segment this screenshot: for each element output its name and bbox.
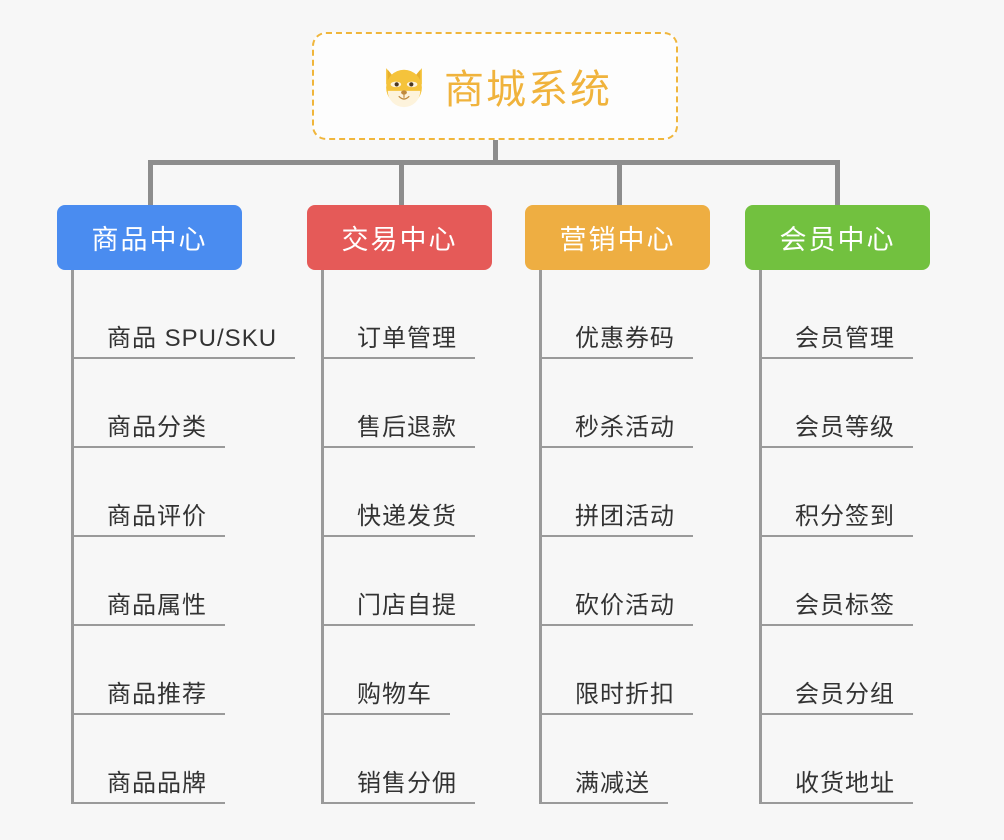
leaf-label: 会员等级 bbox=[761, 414, 913, 448]
leaf-label: 秒杀活动 bbox=[541, 414, 693, 448]
leaf-label: 会员分组 bbox=[761, 681, 913, 715]
category-header-2[interactable]: 交易中心 bbox=[307, 205, 492, 270]
leaf-item[interactable]: 快递发货 bbox=[321, 448, 492, 537]
branch-column-1: 商品中心 商品 SPU/SKU 商品分类 商品评价 商品属性 商品推荐 商品品牌 bbox=[57, 205, 296, 804]
leaf-spine-4 bbox=[759, 270, 762, 804]
branch-column-4: 会员中心 会员管理 会员等级 积分签到 会员标签 会员分组 收货地址 bbox=[745, 205, 930, 804]
category-label-4: 会员中心 bbox=[779, 225, 896, 255]
leaf-label: 商品评价 bbox=[73, 503, 225, 537]
leaf-label: 售后退款 bbox=[323, 414, 475, 448]
branch-column-2: 交易中心 订单管理 售后退款 快递发货 门店自提 购物车 销售分佣 bbox=[307, 205, 492, 804]
connector-horizontal-bus bbox=[150, 160, 840, 165]
leaf-item[interactable]: 积分签到 bbox=[759, 448, 930, 537]
leaf-label: 会员标签 bbox=[761, 592, 913, 626]
leaf-item[interactable]: 商品分类 bbox=[71, 359, 295, 448]
leaf-stack-3: 优惠券码 秒杀活动 拼团活动 砍价活动 限时折扣 满减送 bbox=[539, 270, 710, 804]
leaf-item[interactable]: 会员管理 bbox=[759, 270, 930, 359]
connector-drop-4 bbox=[835, 160, 840, 205]
root-title: 商城系统 bbox=[444, 68, 612, 112]
leaf-item[interactable]: 门店自提 bbox=[321, 537, 492, 626]
shiba-dog-face-icon bbox=[378, 60, 430, 112]
category-header-4[interactable]: 会员中心 bbox=[745, 205, 930, 270]
leaf-spine-1 bbox=[71, 270, 74, 804]
leaf-label: 收货地址 bbox=[761, 770, 913, 804]
leaf-item[interactable]: 商品推荐 bbox=[71, 626, 295, 715]
category-header-3[interactable]: 营销中心 bbox=[525, 205, 710, 270]
leaf-item[interactable]: 限时折扣 bbox=[539, 626, 710, 715]
category-label-1: 商品中心 bbox=[91, 225, 208, 255]
leaf-label: 限时折扣 bbox=[541, 681, 693, 715]
connector-drop-2 bbox=[399, 160, 404, 205]
leaf-item[interactable]: 商品品牌 bbox=[71, 715, 295, 804]
connector-root-stem bbox=[493, 140, 498, 162]
leaf-item[interactable]: 购物车 bbox=[321, 626, 492, 715]
leaf-spine-3 bbox=[539, 270, 542, 804]
leaf-item[interactable]: 商品评价 bbox=[71, 448, 295, 537]
leaf-label: 销售分佣 bbox=[323, 770, 475, 804]
leaf-item[interactable]: 砍价活动 bbox=[539, 537, 710, 626]
leaf-label: 商品分类 bbox=[73, 414, 225, 448]
leaf-item[interactable]: 商品 SPU/SKU bbox=[71, 270, 296, 359]
connector-drop-3 bbox=[617, 160, 622, 205]
leaf-label: 满减送 bbox=[541, 770, 668, 804]
leaf-label: 积分签到 bbox=[761, 503, 913, 537]
leaf-label: 购物车 bbox=[323, 681, 450, 715]
leaf-item[interactable]: 售后退款 bbox=[321, 359, 492, 448]
root-node[interactable]: 商城系统 bbox=[312, 32, 678, 140]
leaf-stack-1: 商品 SPU/SKU 商品分类 商品评价 商品属性 商品推荐 商品品牌 bbox=[71, 270, 296, 804]
category-label-3: 营销中心 bbox=[559, 225, 676, 255]
leaf-label: 门店自提 bbox=[323, 592, 475, 626]
leaf-item[interactable]: 收货地址 bbox=[759, 715, 930, 804]
leaf-item[interactable]: 满减送 bbox=[539, 715, 710, 804]
leaf-label: 快递发货 bbox=[323, 503, 475, 537]
leaf-label: 商品属性 bbox=[73, 592, 225, 626]
leaf-label: 订单管理 bbox=[323, 325, 475, 359]
leaf-label: 会员管理 bbox=[761, 325, 913, 359]
leaf-label: 商品推荐 bbox=[73, 681, 225, 715]
leaf-item[interactable]: 秒杀活动 bbox=[539, 359, 710, 448]
branch-column-3: 营销中心 优惠券码 秒杀活动 拼团活动 砍价活动 限时折扣 满减送 bbox=[525, 205, 710, 804]
leaf-spine-2 bbox=[321, 270, 324, 804]
leaf-item[interactable]: 会员分组 bbox=[759, 626, 930, 715]
leaf-item[interactable]: 商品属性 bbox=[71, 537, 295, 626]
category-label-2: 交易中心 bbox=[341, 225, 458, 255]
leaf-label: 优惠券码 bbox=[541, 325, 693, 359]
category-header-1[interactable]: 商品中心 bbox=[57, 205, 242, 270]
leaf-item[interactable]: 订单管理 bbox=[321, 270, 492, 359]
leaf-item[interactable]: 优惠券码 bbox=[539, 270, 710, 359]
leaf-stack-4: 会员管理 会员等级 积分签到 会员标签 会员分组 收货地址 bbox=[759, 270, 930, 804]
leaf-item[interactable]: 会员标签 bbox=[759, 537, 930, 626]
leaf-stack-2: 订单管理 售后退款 快递发货 门店自提 购物车 销售分佣 bbox=[321, 270, 492, 804]
leaf-item[interactable]: 拼团活动 bbox=[539, 448, 710, 537]
leaf-label: 拼团活动 bbox=[541, 503, 693, 537]
leaf-label: 商品品牌 bbox=[73, 770, 225, 804]
connector-drop-1 bbox=[148, 160, 153, 205]
leaf-label: 商品 SPU/SKU bbox=[73, 325, 296, 359]
leaf-item[interactable]: 销售分佣 bbox=[321, 715, 492, 804]
leaf-label: 砍价活动 bbox=[541, 592, 693, 626]
leaf-item[interactable]: 会员等级 bbox=[759, 359, 930, 448]
